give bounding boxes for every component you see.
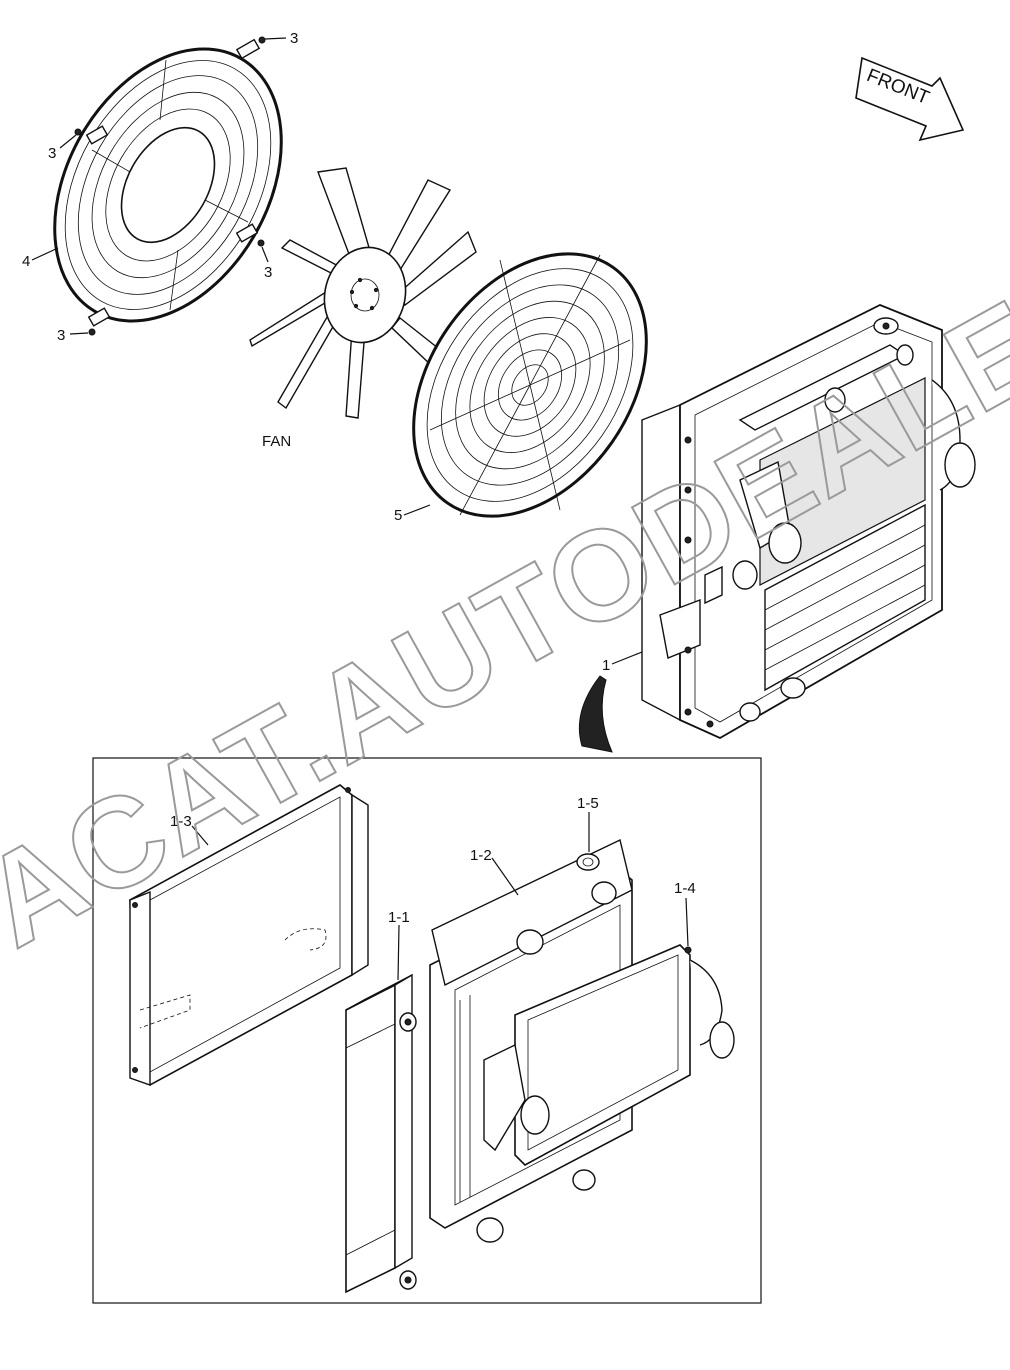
radiator-fins (459, 995, 471, 1202)
radiator-part-1-2: 1-2 1-5 (429, 795, 633, 1243)
fan-shroud-part-4 (53, 38, 283, 327)
fan-blades: FAN (249, 167, 477, 450)
radiator-assembly-part-1: 1 (578, 304, 976, 753)
callout-1-5: 1-5 (577, 795, 599, 812)
fan-label: FAN (262, 433, 291, 450)
oil-cooler-part-1-1: 1-1 (345, 909, 417, 1294)
callout-3-left-lower: 3 (57, 327, 65, 344)
detail-box (92, 757, 762, 1304)
callout-1-2: 1-2 (470, 847, 492, 864)
callout-4: 4 (22, 253, 30, 270)
callout-5: 5 (394, 507, 402, 524)
condenser-part-1-3: 1-3 (129, 784, 369, 1086)
callout-1-1: 1-1 (388, 909, 410, 926)
callout-1: 1 (602, 657, 610, 674)
callout-3-left-upper: 3 (48, 145, 56, 162)
core-fins (764, 524, 926, 671)
callout-3-top: 3 (290, 30, 298, 47)
callout-1-4: 1-4 (674, 880, 696, 897)
callout-3-right-lower: 3 (264, 264, 272, 281)
screw-callouts: 3 3 4 3 3 (22, 30, 298, 344)
fan-guard-part-5: 5 (394, 252, 648, 524)
intercooler-part-1-4: 1-4 (483, 880, 735, 1166)
front-direction-arrow: FRONT (855, 56, 965, 142)
callout-1-3: 1-3 (170, 813, 192, 830)
